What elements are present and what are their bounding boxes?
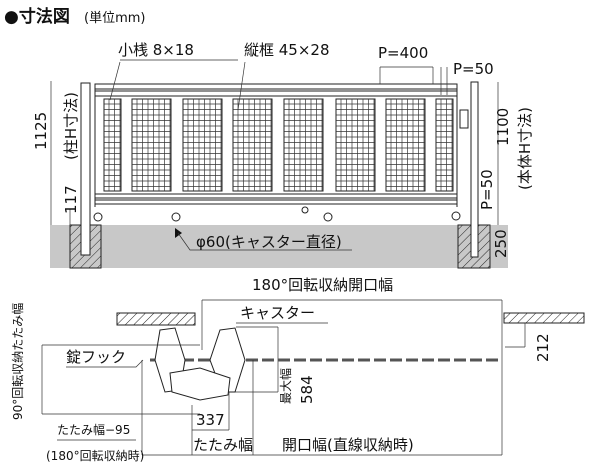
lock-hook-label: 錠フック bbox=[66, 348, 126, 366]
lattice-panel bbox=[182, 98, 223, 192]
pitch-small-label: P=50 bbox=[453, 60, 494, 78]
caster-icon bbox=[171, 212, 181, 222]
left-wall bbox=[116, 312, 196, 326]
fold-width-90: 90°回転収納たたみ幅 bbox=[10, 303, 25, 420]
section-title: ●寸法図 bbox=[4, 6, 70, 27]
right-post bbox=[470, 81, 479, 258]
caster-pointer-icon bbox=[175, 228, 182, 238]
gate-plan: 180°回転収納開口幅 キャスター 90°回転収納たたみ幅 錠フック 最大幅 5… bbox=[10, 276, 585, 463]
frame-label: 縦框 45×28 bbox=[244, 41, 330, 59]
lattice-panel bbox=[103, 98, 122, 192]
fold-width-label: たたみ幅 bbox=[193, 436, 253, 454]
vertical-pitch: P=50 bbox=[478, 169, 496, 210]
opening-linear-label: 開口幅(直線収納時) bbox=[282, 436, 414, 454]
lattice-panel bbox=[283, 98, 324, 192]
lock-box bbox=[459, 109, 469, 129]
lattice-panel bbox=[335, 98, 376, 192]
ground bbox=[50, 225, 508, 268]
pitch-label: P=400 bbox=[378, 44, 428, 62]
embed-depth: 250 bbox=[492, 229, 510, 258]
lattice-panel bbox=[435, 98, 454, 192]
rotate-opening-label: 180°回転収納開口幅 bbox=[252, 276, 393, 294]
folded-panel bbox=[169, 367, 231, 401]
post-height: 1125 bbox=[32, 112, 50, 150]
unit-label: (単位mm) bbox=[84, 10, 145, 26]
caster-icon bbox=[301, 206, 309, 214]
left-post bbox=[80, 82, 91, 256]
lattice-panel bbox=[385, 98, 426, 192]
caster-callout: キャスター bbox=[240, 304, 315, 322]
offset-value: 212 bbox=[534, 333, 552, 362]
max-width-value: 584 bbox=[298, 375, 316, 404]
fold-dim-value: 337 bbox=[196, 411, 225, 429]
caster-icon bbox=[93, 212, 103, 222]
lattice-panel bbox=[131, 98, 172, 192]
body-height: 1100 bbox=[494, 108, 512, 146]
gate-panels bbox=[94, 83, 458, 207]
body-height-note: (本体H寸法) bbox=[516, 107, 534, 190]
lattice-panel bbox=[232, 98, 273, 192]
caster-icon bbox=[451, 211, 461, 221]
rail-label: 小桟 8×18 bbox=[118, 41, 194, 59]
gate-elevation: 小桟 8×18 縦框 45×28 P=400 P=50 1125 (柱H寸法) … bbox=[32, 41, 534, 269]
right-wall bbox=[503, 312, 585, 324]
post-height-note: (柱H寸法) bbox=[62, 92, 80, 160]
caster-label: φ60(キャスター直径) bbox=[196, 233, 342, 251]
fold-minus-note: (180°回転収納時) bbox=[46, 449, 144, 463]
fold-minus-label: たたみ幅−95 bbox=[57, 422, 130, 437]
max-width-label: 最大幅 bbox=[278, 368, 293, 404]
caster-icon bbox=[323, 212, 333, 222]
caster-clearance: 117 bbox=[62, 185, 80, 214]
